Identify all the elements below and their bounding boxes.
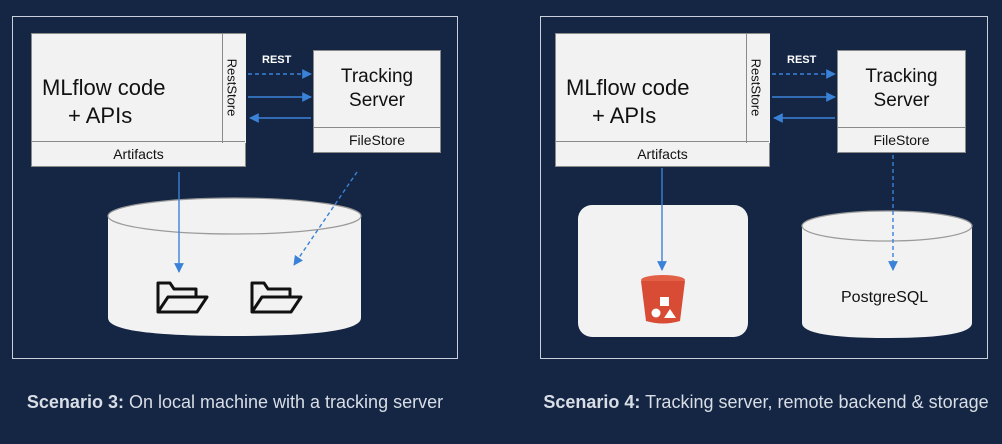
folder-icon (156, 281, 209, 314)
scenario-3-caption: Scenario 3: On local machine with a trac… (0, 390, 470, 414)
scenario-3-caption-bold: Scenario 3: (26, 392, 124, 412)
s3-local-storage-cylinder (107, 197, 362, 336)
scenario-3-frame (12, 16, 458, 359)
s3-bucket-icon (641, 275, 685, 324)
s3-reststore-column: RestStore (222, 34, 246, 143)
s4-tracking-line-1: Tracking (865, 66, 938, 87)
s3-artifacts-label: Artifacts (32, 141, 245, 166)
scenario-4-frame (540, 16, 988, 359)
scenario-4-caption-text: Tracking server, remote backend & storag… (640, 392, 989, 412)
s3-tracking-line-2: Server (349, 90, 405, 111)
s4-tracking-line-2: Server (873, 90, 930, 111)
s3-client-title-1: MLflow code (42, 75, 166, 100)
scenario-4-caption: Scenario 4: Tracking server, remote back… (538, 390, 994, 414)
s3-filestore-label: FileStore (314, 127, 440, 152)
folder-icon (250, 281, 303, 314)
s4-postgresql-label: PostgreSQL (841, 289, 929, 306)
s3-tracking-line-1: Tracking (340, 66, 414, 87)
s3-filestore-arrow (293, 171, 358, 266)
s4-client-title-2: + APIs (592, 103, 657, 128)
s3-rest-label: REST (262, 54, 292, 66)
database-cylinder-icon (801, 210, 973, 338)
scenario-4-caption-bold: Scenario 4: (543, 392, 641, 412)
s4-artifacts-label: Artifacts (556, 141, 769, 166)
s4-client-title-1: MLflow code (566, 75, 690, 100)
s4-filestore-label: FileStore (838, 127, 965, 152)
s4-reststore-column: RestStore (746, 34, 770, 143)
s3-tracking-server-box: Tracking Server FileStore (313, 50, 441, 153)
s3-client-box: MLflow code + APIs RestStore Artifacts (31, 33, 246, 167)
s4-tracking-server-box: Tracking Server FileStore (837, 50, 966, 153)
s3-client-title-2: + APIs (68, 103, 133, 128)
s4-client-box: MLflow code + APIs RestStore Artifacts (555, 33, 770, 167)
s4-rest-label: REST (787, 54, 817, 66)
scenario-3-caption-text: On local machine with a tracking server (123, 392, 444, 412)
